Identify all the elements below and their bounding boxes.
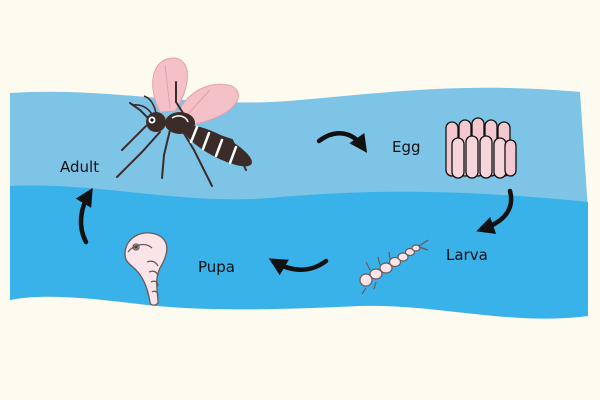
stage-label-pupa: Pupa [198, 258, 235, 276]
cycle-arrows [75, 131, 514, 276]
larva-icon [359, 239, 429, 295]
arrow-pupa-to-adult [75, 187, 93, 245]
stage-label-egg: Egg [392, 138, 421, 156]
egg-cluster-icon [445, 117, 517, 179]
arrow-larva-to-pupa [268, 258, 329, 276]
mosquito-icon [116, 57, 252, 187]
stage-label-larva: Larva [446, 246, 488, 264]
pupa-icon [124, 232, 168, 306]
arrow-egg-to-larva [476, 188, 514, 234]
arrow-adult-to-egg [316, 131, 368, 153]
water-deep-band [10, 185, 588, 319]
stage-label-adult: Adult [60, 158, 99, 176]
